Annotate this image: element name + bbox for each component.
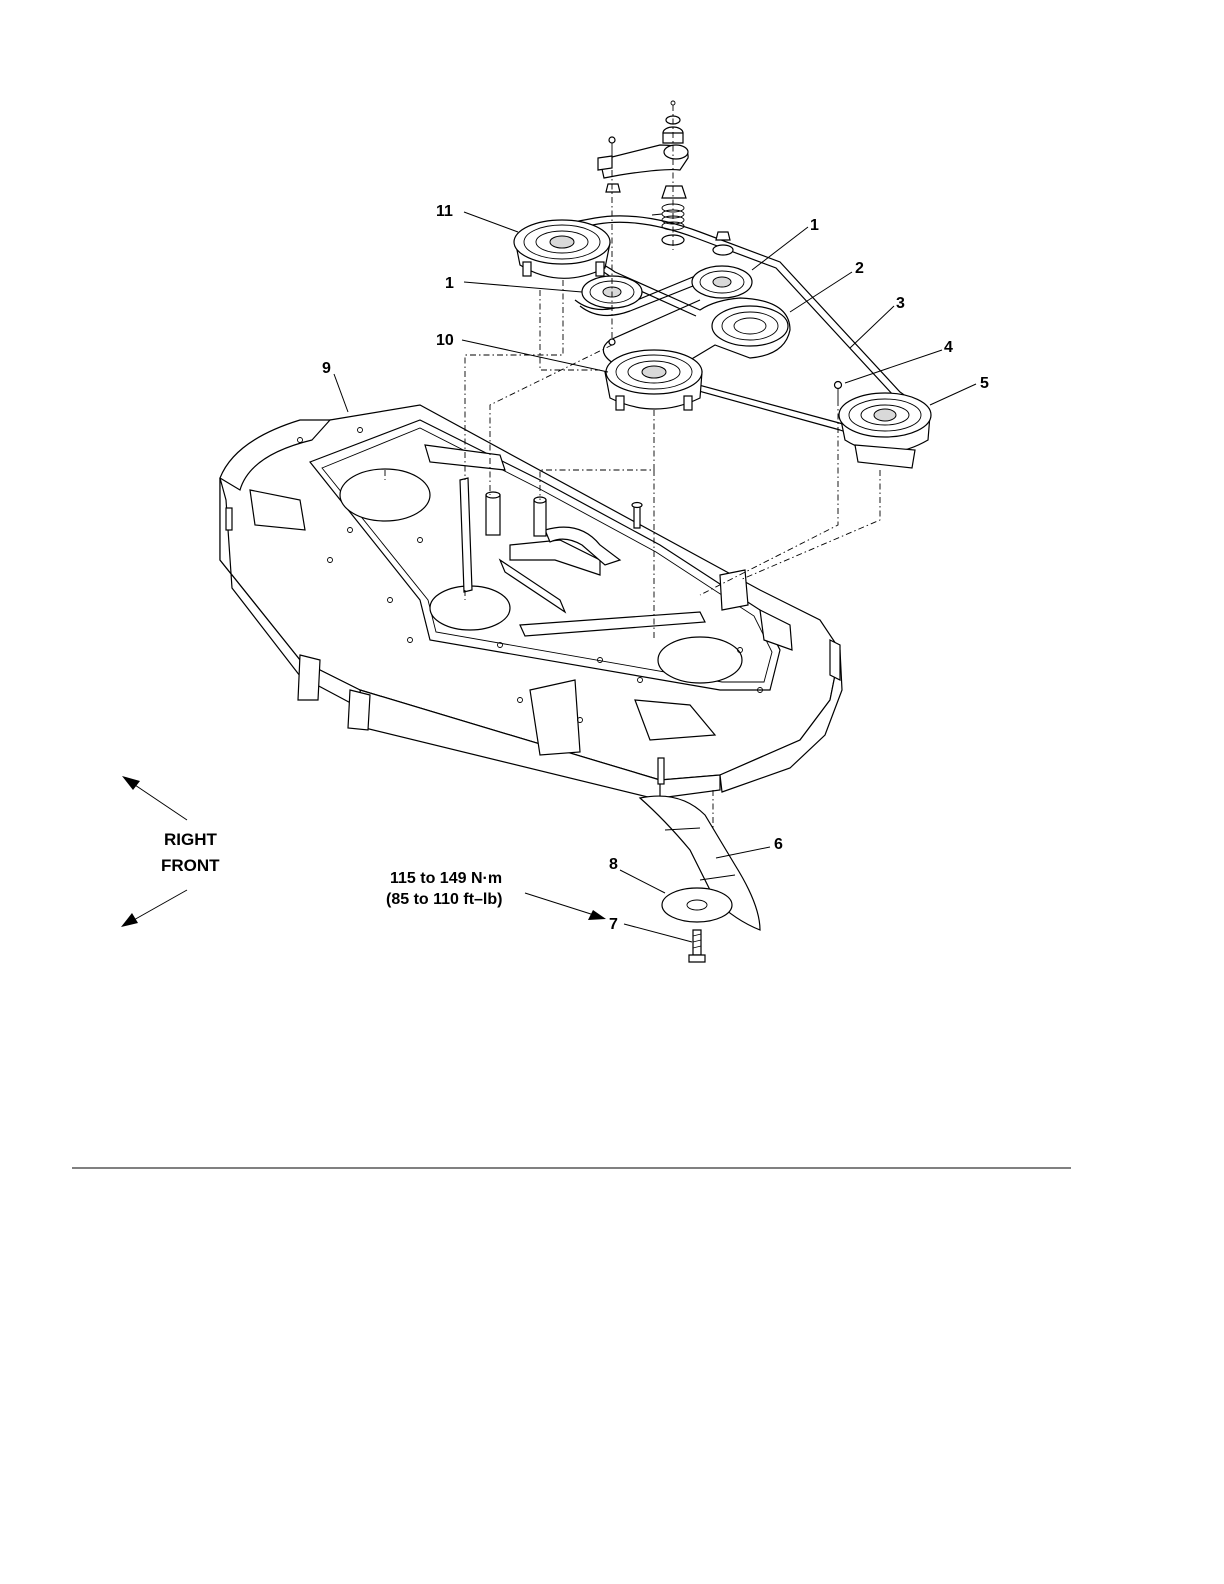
torque-spec-metric: 115 to 149 N·m bbox=[390, 870, 502, 887]
callout-11: 11 bbox=[436, 203, 453, 220]
torque-spec-imperial: (85 to 110 ft–lb) bbox=[386, 891, 502, 908]
idler-arm-assembly bbox=[598, 101, 733, 345]
direction-label-front: FRONT bbox=[161, 856, 220, 875]
blade-assembly bbox=[640, 796, 760, 962]
callout-9: 9 bbox=[322, 360, 331, 377]
callout-7: 7 bbox=[609, 916, 618, 933]
idler-pulley-right bbox=[692, 266, 752, 298]
carriage-bolt-4 bbox=[835, 382, 842, 401]
spindle-assembly-center bbox=[605, 350, 702, 410]
blade-bolt bbox=[693, 930, 701, 955]
callout-5: 5 bbox=[980, 375, 989, 392]
spindle-assembly-left bbox=[514, 220, 610, 278]
callout-10: 10 bbox=[436, 332, 454, 349]
callout-1-right: 1 bbox=[810, 217, 819, 234]
callout-4: 4 bbox=[944, 339, 953, 356]
front-arrow-icon bbox=[121, 913, 138, 927]
callout-6: 6 bbox=[774, 836, 783, 853]
idler-pulley-center bbox=[712, 306, 788, 346]
right-arrow-icon bbox=[122, 776, 140, 790]
callout-8: 8 bbox=[609, 856, 618, 873]
right-spindle-opening bbox=[658, 637, 742, 683]
left-spindle-opening bbox=[340, 469, 430, 521]
direction-indicator: RIGHT FRONT bbox=[121, 776, 220, 927]
callout-3: 3 bbox=[896, 295, 905, 312]
callout-1-left: 1 bbox=[445, 275, 454, 292]
callout-2: 2 bbox=[855, 260, 864, 277]
direction-label-right: RIGHT bbox=[164, 830, 218, 849]
mower-deck-housing bbox=[220, 405, 842, 800]
center-spindle-opening bbox=[430, 586, 510, 630]
spindle-assembly-right bbox=[839, 393, 931, 468]
blade-shield bbox=[662, 888, 732, 922]
